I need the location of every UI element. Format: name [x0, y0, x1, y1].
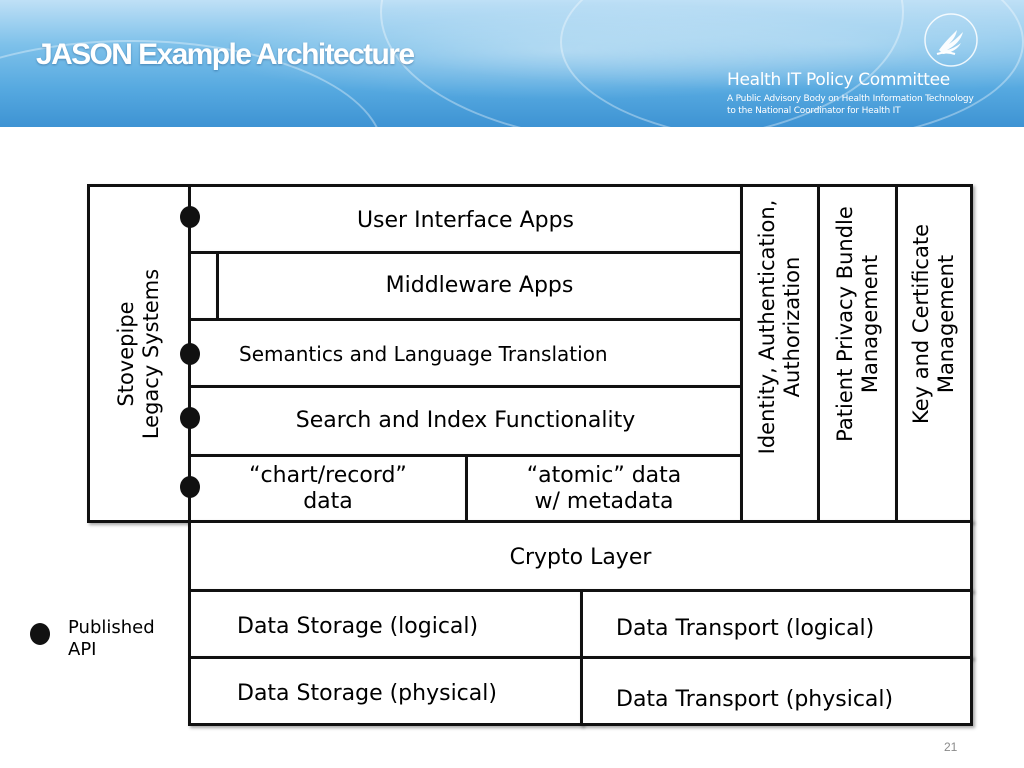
data-storage-logical-label: Data Storage (logical) — [237, 614, 479, 639]
stovepipe-label: Stovepipe Legacy Systems — [114, 268, 164, 438]
legend-line1: Published — [68, 617, 155, 638]
stovepipe-legacy-systems-box: Stovepipe Legacy Systems — [87, 184, 191, 523]
atomic-data-label: “atomic” data w/ metadata — [527, 463, 682, 515]
page-number: 21 — [944, 740, 958, 754]
middleware-apps-label: Middleware Apps — [385, 273, 574, 298]
data-storage-logical-box: Data Storage (logical) — [188, 589, 583, 659]
identity-label-line1: Identity, Authentication, — [755, 199, 779, 455]
stovepipe-label-line1: Stovepipe — [114, 300, 138, 407]
org-subtitle-line1: A Public Advisory Body on Health Informa… — [727, 94, 974, 104]
middleware-notch-box — [188, 251, 220, 321]
privacy-bundle-line1: Patient Privacy Bundle — [832, 205, 857, 442]
key-certificate-line2: Management — [934, 254, 958, 393]
slide-title: JASON Example Architecture — [36, 38, 415, 71]
data-transport-logical-box: Data Transport (logical) — [580, 589, 973, 659]
key-certificate-line1: Key and Certificate — [909, 223, 933, 424]
semantics-translation-label: Semantics and Language Translation — [239, 342, 608, 366]
chart-record-line1: “chart/record” — [249, 462, 407, 488]
org-name: Health IT Policy Committee — [727, 70, 950, 90]
key-certificate-label: Key and Certificate Management — [909, 224, 959, 424]
crypto-layer-label: Crypto Layer — [509, 545, 652, 570]
semantics-translation-box: Semantics and Language Translation — [188, 318, 743, 388]
privacy-bundle-label: Patient Privacy Bundle Management — [833, 206, 883, 442]
header-banner: JASON Example Architecture Health IT Pol… — [0, 0, 1024, 127]
search-index-label: Search and Index Functionality — [295, 408, 636, 433]
chart-record-line2: data — [303, 488, 353, 514]
published-api-dot-icon — [180, 343, 200, 365]
data-transport-physical-label: Data Transport (physical) — [616, 687, 894, 712]
data-transport-logical-label: Data Transport (logical) — [616, 616, 875, 641]
identity-authentication-label: Identity, Authentication, Authorization — [755, 200, 805, 455]
privacy-bundle-box: Patient Privacy Bundle Management — [817, 184, 898, 523]
hhs-eagle-logo-icon — [924, 13, 978, 67]
atomic-data-box: “atomic” data w/ metadata — [465, 454, 743, 523]
org-subtitle-line2: to the National Coordinator for Health I… — [727, 106, 901, 116]
search-index-box: Search and Index Functionality — [188, 385, 743, 457]
published-api-dot-icon — [180, 476, 200, 498]
data-storage-physical-box: Data Storage (physical) — [188, 656, 583, 726]
legend-line2: API — [68, 639, 97, 660]
middleware-apps-box: Middleware Apps — [216, 251, 743, 321]
user-interface-apps-label: User Interface Apps — [356, 208, 575, 233]
stovepipe-label-line2: Legacy Systems — [139, 268, 163, 439]
privacy-bundle-line2: Management — [857, 254, 882, 393]
crypto-layer-box: Crypto Layer — [188, 520, 973, 592]
key-certificate-box: Key and Certificate Management — [895, 184, 973, 523]
user-interface-apps-box: User Interface Apps — [188, 184, 743, 254]
data-storage-physical-label: Data Storage (physical) — [237, 681, 497, 706]
legend-published-api: Published API — [68, 617, 155, 661]
data-transport-physical-box: Data Transport (physical) — [580, 656, 973, 726]
chart-record-data-label: “chart/record” data — [249, 463, 407, 515]
identity-authentication-box: Identity, Authentication, Authorization — [740, 184, 820, 523]
atomic-data-line2: w/ metadata — [534, 488, 674, 514]
atomic-data-line1: “atomic” data — [526, 462, 682, 488]
published-api-dot-icon — [30, 623, 50, 645]
published-api-dot-icon — [180, 206, 200, 228]
chart-record-data-box: “chart/record” data — [188, 454, 468, 523]
published-api-dot-icon — [180, 407, 200, 429]
identity-label-line2: Authorization — [780, 256, 804, 398]
